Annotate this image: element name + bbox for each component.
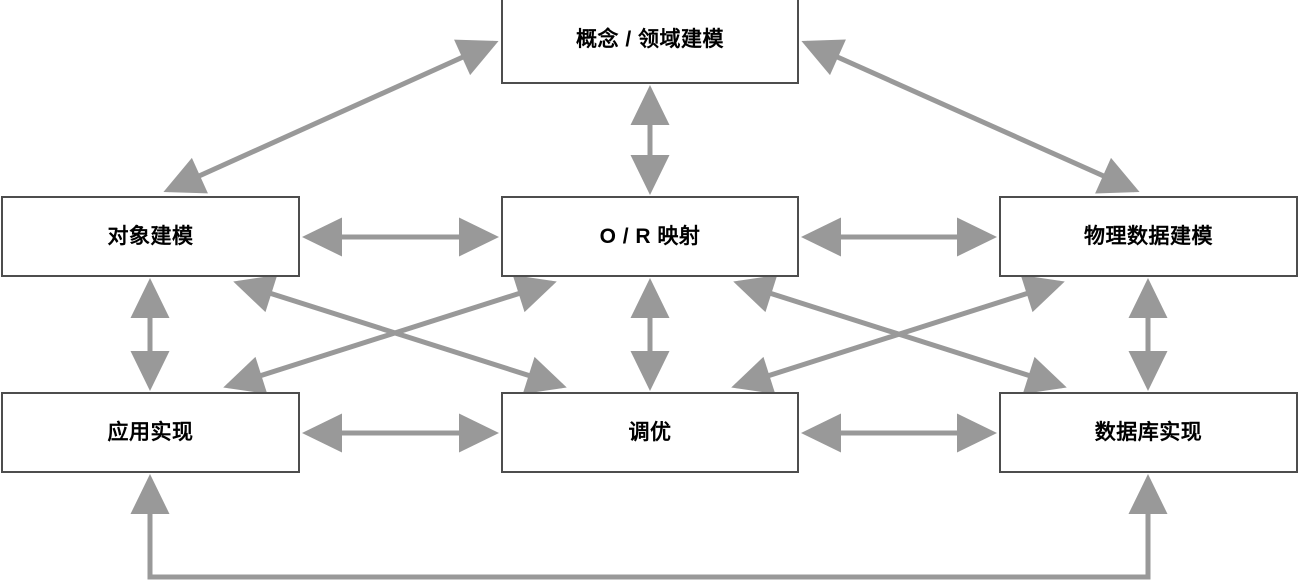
edge-object-concept <box>163 39 499 194</box>
node-label-physical-data-modeling: 物理数据建模 <box>1084 225 1213 248</box>
node-label-application-implementation: 应用实现 <box>107 421 194 444</box>
node-application-implementation[interactable]: 应用实现 <box>1 392 300 473</box>
edge-physical-tuning <box>731 275 1065 394</box>
node-label-tuning: 调优 <box>628 421 672 444</box>
node-database-implementation[interactable]: 数据库实现 <box>999 392 1298 473</box>
node-or-mapping[interactable]: O / R 映射 <box>501 196 799 277</box>
node-label-concept-domain-modeling: 概念 / 领域建模 <box>575 27 724 51</box>
node-tuning[interactable]: 调优 <box>501 392 799 473</box>
node-label-database-implementation: 数据库实现 <box>1094 421 1203 444</box>
node-label-object-modeling: 对象建模 <box>107 225 194 248</box>
node-object-modeling[interactable]: 对象建模 <box>1 196 300 277</box>
edge-physical-concept <box>801 39 1140 194</box>
edge-appimpl-dbimpl-loop <box>130 474 1168 580</box>
edge-object-tuning <box>233 275 567 394</box>
node-physical-data-modeling[interactable]: 物理数据建模 <box>999 196 1298 277</box>
node-concept-domain-modeling[interactable]: 概念 / 领域建模 <box>501 0 799 84</box>
edge-ormap-appimpl <box>223 275 557 394</box>
node-label-or-mapping: O / R 映射 <box>599 225 701 248</box>
